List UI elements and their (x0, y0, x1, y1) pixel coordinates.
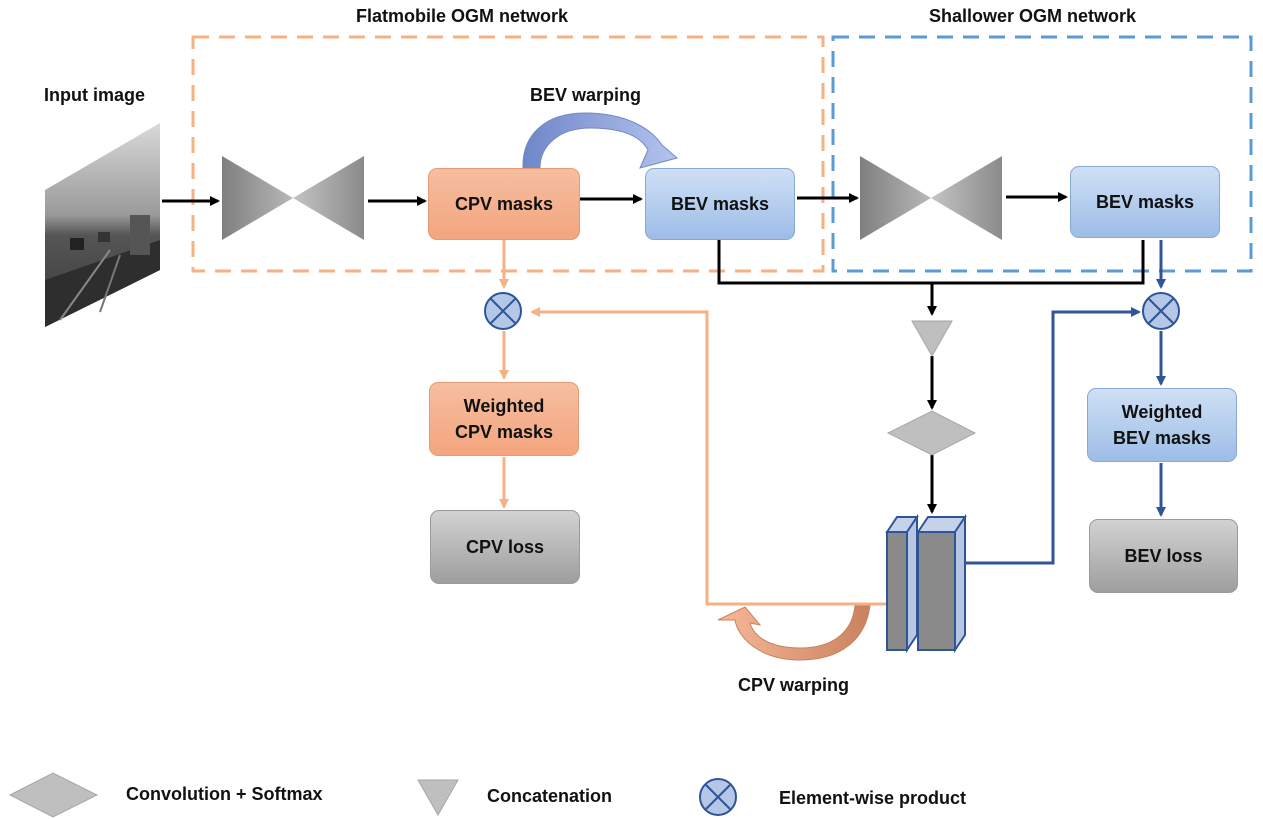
convolution-softmax-node (886, 410, 977, 456)
bev-masks-box-2: BEV masks (1070, 166, 1220, 238)
weighted-bev-masks-box: Weighted BEV masks (1087, 388, 1237, 462)
bev-warping-arrow (522, 112, 679, 169)
weighted-bev-line1: Weighted (1121, 401, 1203, 422)
weight-maps (885, 513, 967, 654)
legend-concatenation-label: Concatenation (487, 786, 613, 806)
cpv-warping-arrow (717, 604, 871, 661)
product-node-cpv (484, 292, 522, 330)
bev-masks-label-2: BEV masks (1095, 191, 1195, 212)
input-image-label: Input image (44, 85, 146, 105)
cpv-warping-label: CPV warping (738, 675, 850, 695)
weighted-bev-line2: BEV masks (1112, 428, 1212, 448)
weighted-cpv-masks-box: Weighted CPV masks (429, 382, 579, 456)
legend-diamond-icon (8, 772, 99, 818)
flatmobile-title: Flatmobile OGM network (356, 6, 569, 26)
weighted-cpv-line1: Weighted (463, 395, 545, 416)
product-node-bev (1142, 292, 1180, 330)
concatenation-node (911, 320, 953, 358)
legend-product-icon (699, 778, 737, 816)
weighted-cpv-line2: CPV masks (454, 422, 554, 442)
shallower-title: Shallower OGM network (929, 6, 1137, 26)
line-maps-to-product-cpv (530, 307, 886, 606)
bev-masks-label-1: BEV masks (670, 193, 770, 214)
line-bev1-to-concat (717, 240, 1145, 285)
bev-loss-label: BEV loss (1124, 545, 1203, 566)
bev-loss-box: BEV loss (1089, 519, 1238, 593)
line-maps-to-product-bev (966, 307, 1141, 565)
bev-warping-label: BEV warping (530, 85, 642, 105)
legend-triangle-icon (417, 779, 459, 817)
encoder-decoder-2 (860, 156, 1002, 240)
legend-convolution-label: Convolution + Softmax (126, 784, 323, 804)
cpv-masks-box: CPV masks (428, 168, 580, 240)
shallower-region (831, 35, 1253, 273)
cpv-loss-label: CPV loss (465, 536, 545, 557)
cpv-masks-label: CPV masks (454, 193, 554, 214)
input-image-thumbnail (45, 123, 160, 327)
cpv-loss-box: CPV loss (430, 510, 580, 584)
flatmobile-region (191, 35, 825, 273)
encoder-decoder-1 (222, 156, 364, 240)
bev-masks-box-1: BEV masks (645, 168, 795, 240)
legend-elementwise-label: Element-wise product (779, 788, 967, 808)
